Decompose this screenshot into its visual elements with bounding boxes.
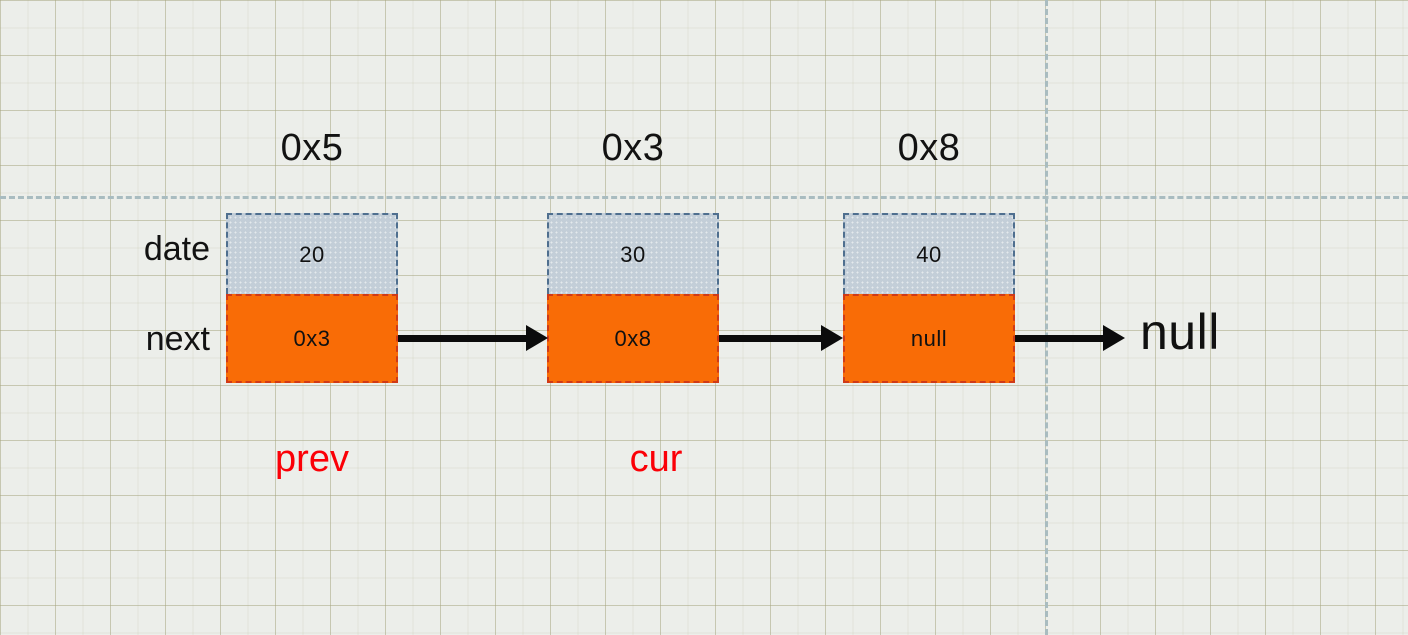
list-node-1[interactable]: 20 0x3 xyxy=(226,213,398,383)
node-address-label-3: 0x8 xyxy=(897,127,961,169)
node-address-label-1: 0x5 xyxy=(280,127,344,169)
node-1-next-cell: 0x3 xyxy=(226,294,398,383)
arrow-head-icon-3 xyxy=(1103,325,1125,351)
pointer-label-prev: prev xyxy=(275,438,349,480)
list-node-3[interactable]: 40 null xyxy=(843,213,1015,383)
node-address-label-2: 0x3 xyxy=(601,127,665,169)
node-3-next-cell: null xyxy=(843,294,1015,383)
node-2-next-cell: 0x8 xyxy=(547,294,719,383)
pointer-arrow-2-to-3 xyxy=(719,335,821,342)
field-label-next: next xyxy=(145,320,210,358)
arrow-head-icon-1 xyxy=(526,325,548,351)
node-1-data-cell: 20 xyxy=(226,213,398,294)
horizontal-guide-line xyxy=(0,196,1408,199)
pointer-arrow-1-to-2 xyxy=(398,335,526,342)
pointer-label-cur: cur xyxy=(629,438,683,480)
pointer-arrow-3-to-null xyxy=(1015,335,1103,342)
field-label-date: date xyxy=(143,230,210,268)
vertical-guide-line xyxy=(1045,0,1048,635)
node-2-data-cell: 30 xyxy=(547,213,719,294)
list-node-2[interactable]: 30 0x8 xyxy=(547,213,719,383)
arrow-head-icon-2 xyxy=(821,325,843,351)
node-3-data-cell: 40 xyxy=(843,213,1015,294)
terminal-null-label: null xyxy=(1140,304,1220,360)
